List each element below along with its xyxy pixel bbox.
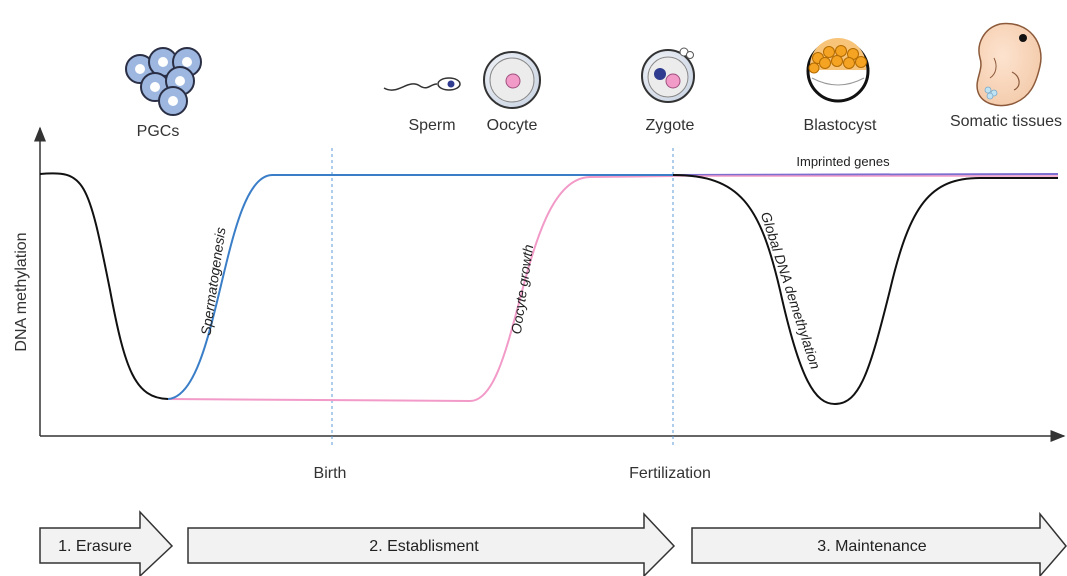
- embryo-icon: [977, 24, 1041, 106]
- sperm-icon: [384, 78, 460, 90]
- pgcs-icon: [126, 48, 201, 115]
- oocyte-icon: [484, 52, 540, 108]
- somatic-tissues-label: Somatic tissues: [950, 113, 1062, 130]
- y-axis-label: DNA methylation: [13, 232, 30, 351]
- phase-label-maintenance: 3. Maintenance: [817, 538, 927, 555]
- fertilization-label: Fertilization: [629, 465, 711, 482]
- global-demethylation-curve: [673, 175, 1058, 404]
- birth-label: Birth: [314, 465, 347, 482]
- imprinted-genes-line: [673, 174, 1058, 175]
- sperm-label: Sperm: [408, 117, 455, 134]
- phase-arrow-establishment: 2. Establisment: [188, 514, 674, 576]
- phase-label-establishment: 2. Establisment: [369, 538, 479, 555]
- imprinted-genes-label: Imprinted genes: [796, 154, 890, 169]
- pgcs-label: PGCs: [137, 123, 180, 140]
- blastocyst-icon: [808, 38, 868, 101]
- zygote-icon: [642, 48, 694, 102]
- phase-arrow-maintenance: 3. Maintenance: [692, 514, 1066, 576]
- oocyte-label: Oocyte: [487, 117, 538, 134]
- sperm-methylation-curve: [168, 175, 673, 399]
- erasure-curve: [40, 173, 168, 399]
- blastocyst-label: Blastocyst: [804, 117, 877, 134]
- oocyte-growth-label: Oocyte growth: [508, 243, 536, 335]
- phase-arrow-erasure: 1. Erasure: [40, 512, 172, 576]
- global-demethylation-label: Global DNA demethylation: [758, 210, 824, 372]
- zygote-label: Zygote: [646, 117, 695, 134]
- oocyte-methylation-curve: [168, 176, 673, 401]
- phase-label-erasure: 1. Erasure: [58, 538, 132, 555]
- spermatogenesis-label: Spermatogenesis: [198, 226, 229, 336]
